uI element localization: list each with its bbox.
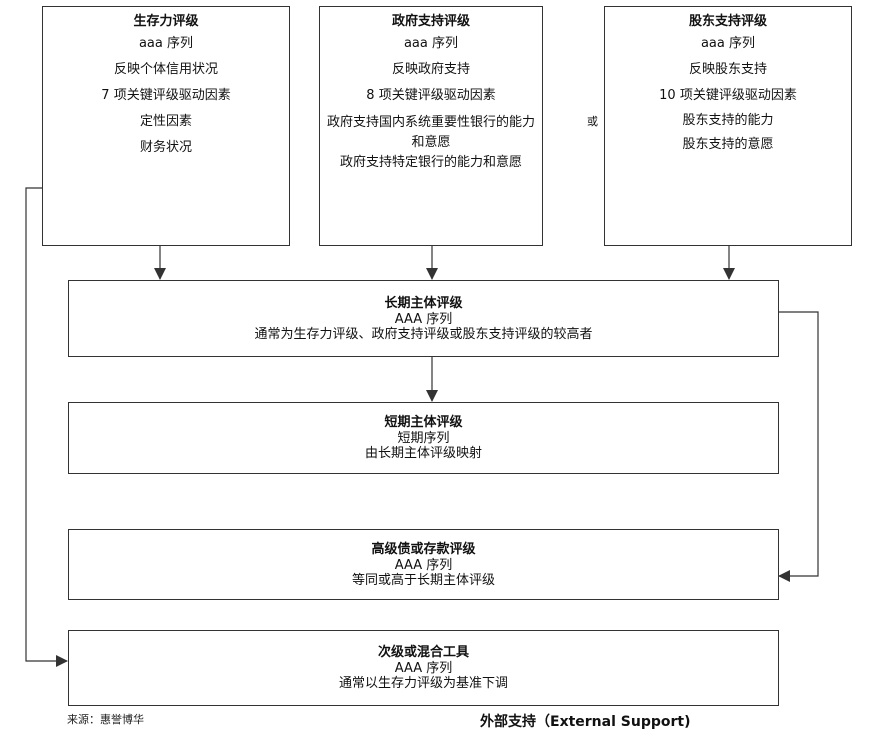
box-line: 反映个体信用状况 (113, 62, 218, 77)
box-line: aaa 序列 (700, 36, 756, 51)
long-term-issuer-rating-box: 长期主体评级 AAA 序列 通常为生存力评级、政府支持评级或股东支持评级的较高者 (68, 280, 779, 357)
box-line: 反映政府支持 (391, 62, 470, 77)
box-line: 政府支持国内系统重要性银行的能力和意愿 (326, 115, 535, 150)
box-line: 通常以生存力评级为基准下调 (338, 676, 508, 691)
box-title: 次级或混合工具 (377, 645, 469, 660)
box-line: 反映股东支持 (688, 62, 767, 77)
box-line: 财务状况 (139, 140, 192, 155)
box-title: 长期主体评级 (384, 295, 463, 311)
subordinated-hybrid-instruments-box: 次级或混合工具 AAA 序列 通常以生存力评级为基准下调 (68, 630, 779, 706)
box-line: 通常为生存力评级、政府支持评级或股东支持评级的较高者 (254, 326, 593, 342)
senior-debt-deposit-rating-box: 高级债或存款评级 AAA 序列 等同或高于长期主体评级 (68, 529, 779, 600)
viability-rating-box: 生存力评级 aaa 序列 反映个体信用状况 7 项关键评级驱动因素 定性因素 财… (42, 6, 290, 246)
box-line: AAA 序列 (394, 661, 453, 676)
box-line: 定性因素 (139, 114, 192, 129)
box-line: aaa 序列 (403, 36, 459, 51)
shareholder-support-rating-box: 股东支持评级 aaa 序列 反映股东支持 10 项关键评级驱动因素 股东支持的能… (604, 6, 852, 246)
box-line: 短期序列 (397, 431, 450, 446)
government-support-rating-box: 政府支持评级 aaa 序列 反映政府支持 8 项关键评级驱动因素 政府支持国内系… (319, 6, 543, 246)
box-line: 政府支持特定银行的能力和意愿 (339, 155, 522, 170)
box-line: 10 项关键评级驱动因素 (659, 88, 797, 103)
box-line: 股东支持的能力 (682, 113, 774, 128)
box-line: 等同或高于长期主体评级 (351, 572, 495, 588)
or-label: 或 (587, 115, 598, 128)
arrow-longterm-to-senior (778, 311, 819, 582)
source-note: 来源：惠誉博华 (67, 713, 144, 726)
arrow-viability-to-subordinated (25, 187, 68, 667)
box-title: 高级债或存款评级 (371, 541, 476, 557)
box-title: 政府支持评级 (391, 14, 470, 29)
box-line: 由长期主体评级映射 (364, 446, 482, 461)
footer-title: 外部支持（External Support) (480, 714, 691, 730)
box-title: 短期主体评级 (384, 415, 463, 430)
box-title: 股东支持评级 (688, 14, 767, 29)
box-line: 7 项关键评级驱动因素 (101, 88, 231, 103)
box-line: 8 项关键评级驱动因素 (366, 88, 496, 103)
box-title: 生存力评级 (133, 14, 199, 29)
short-term-issuer-rating-box: 短期主体评级 短期序列 由长期主体评级映射 (68, 402, 779, 474)
box-line: 股东支持的意愿 (682, 137, 774, 152)
box-line: AAA 序列 (394, 311, 453, 327)
box-line: AAA 序列 (394, 557, 453, 573)
box-line: aaa 序列 (138, 36, 194, 51)
